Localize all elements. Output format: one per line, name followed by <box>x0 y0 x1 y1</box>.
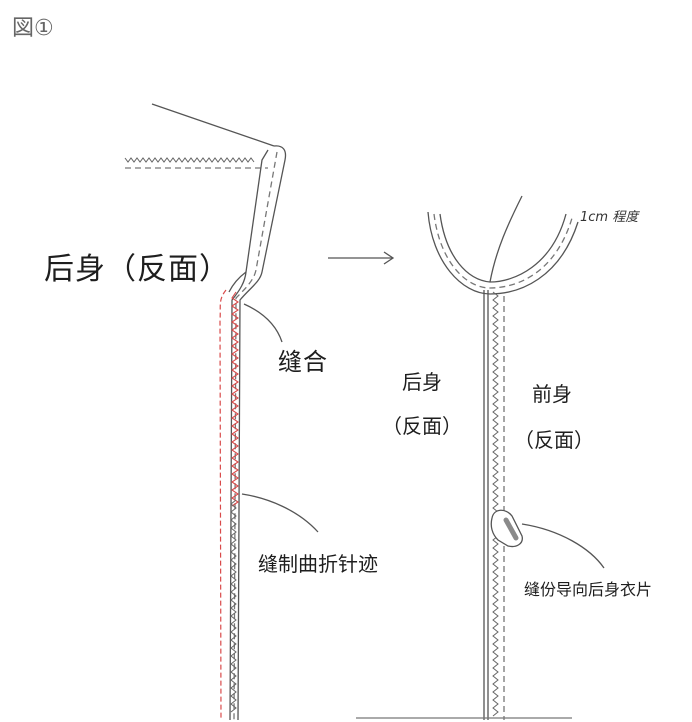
label-approx-1cm: 1cm 程度 <box>580 210 639 225</box>
leader-seam-allowance <box>521 523 605 569</box>
zig-continue <box>230 499 237 713</box>
red-stitch-left <box>219 289 227 721</box>
seam-zig <box>492 291 499 717</box>
arrow <box>328 251 395 265</box>
label-back-body: 后身 <box>402 370 442 394</box>
figure-label: 図① <box>12 16 54 41</box>
armhole-zigzag <box>124 157 255 163</box>
armhole-dashed <box>433 213 573 289</box>
label-seam-allowance-to-back: 缝份导向后身衣片 <box>524 580 653 599</box>
shoulder-line <box>151 103 275 147</box>
red-stitch-zig <box>231 291 239 507</box>
label-front-body: 前身 <box>532 382 572 406</box>
iron-icon <box>490 509 523 548</box>
label-back-body-reverse: 后身（反面） <box>44 252 230 287</box>
armhole-outer <box>427 211 579 295</box>
right-garment-piece <box>356 195 605 720</box>
side-dashed-1 <box>233 151 278 721</box>
left-seam-fold <box>228 271 247 293</box>
left-garment-piece <box>124 103 319 721</box>
leader-sew <box>243 303 283 343</box>
armhole-center-curve <box>489 195 523 283</box>
label-zigzag-stitch: 缝制曲折针迹 <box>258 552 378 576</box>
side-fold-outer <box>237 145 287 721</box>
label-sew-together: 缝合 <box>278 348 328 376</box>
label-front-body-reverse: （反面） <box>514 428 594 452</box>
label-back-body-reverse-short: （反面） <box>382 414 462 438</box>
leader-zigzag <box>241 493 319 533</box>
